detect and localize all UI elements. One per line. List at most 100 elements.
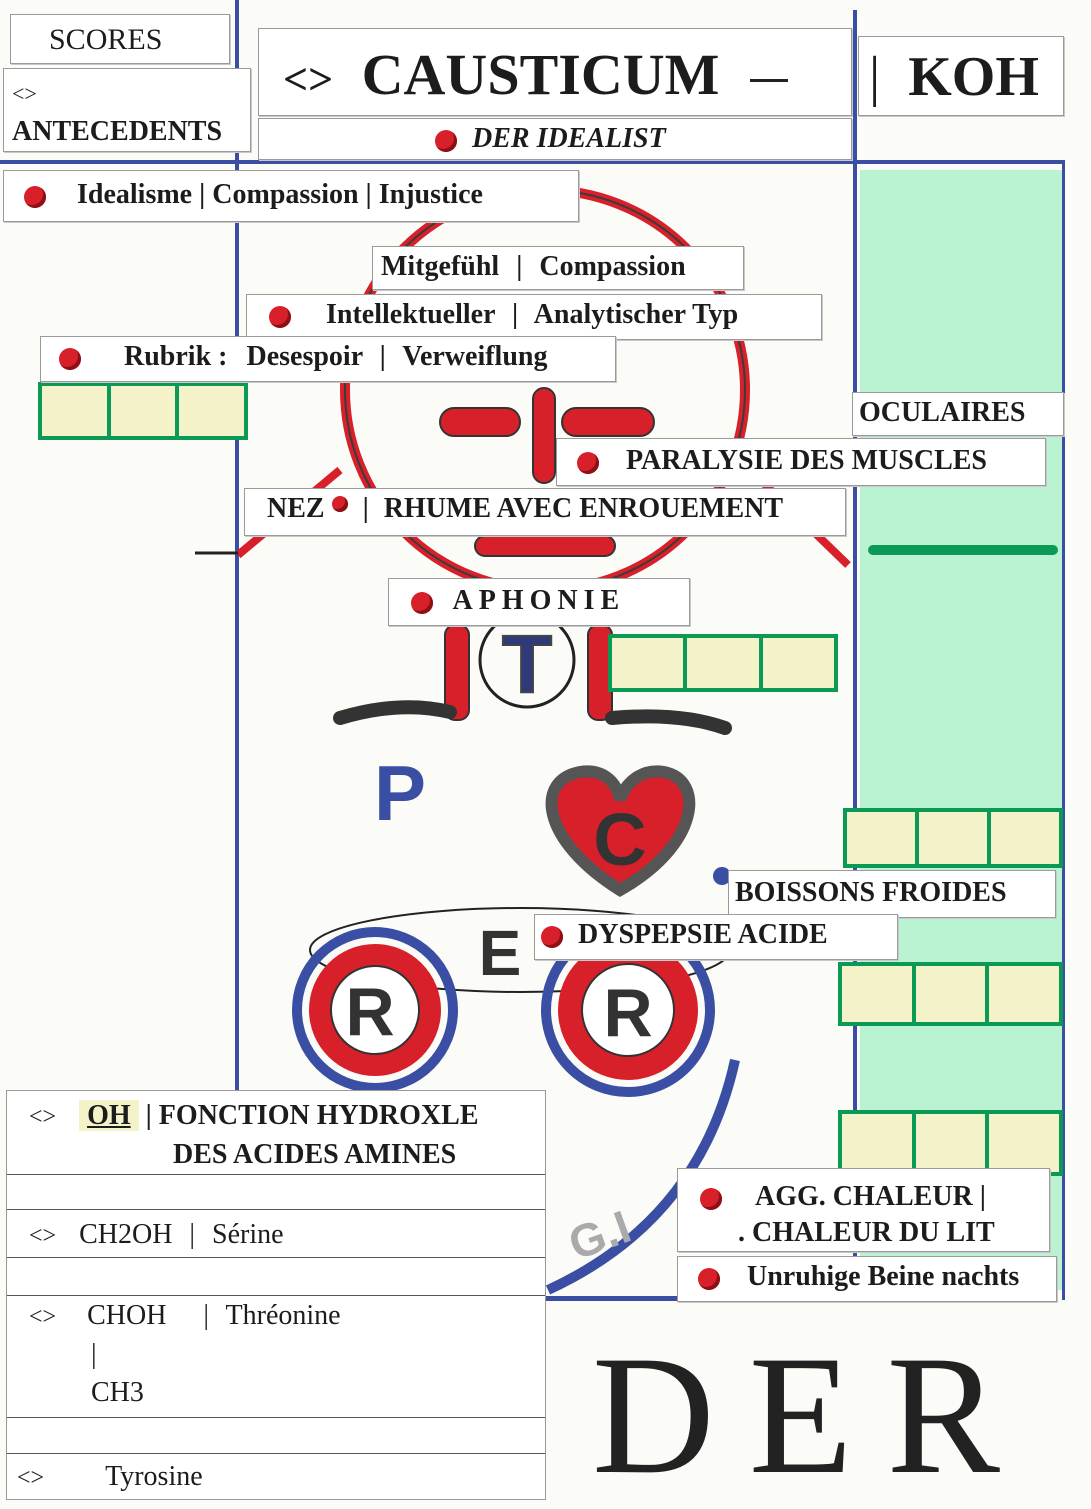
title-strip: <> CAUSTICUM (258, 28, 852, 116)
subtitle-strip: DER IDEALIST (258, 118, 852, 160)
chem-row4-marker: <> (17, 1465, 45, 1491)
nez-label: NEZ (267, 493, 325, 524)
title-remedy: CAUSTICUM (361, 42, 720, 107)
title-formula: KOH (908, 46, 1039, 108)
bullet-dot-icon (331, 495, 348, 512)
left-shoulder (333, 700, 457, 725)
paralysie: PARALYSIE DES MUSCLES (626, 445, 987, 476)
intellekt-1: Intellektueller (326, 299, 496, 330)
formula-strip: | KOH (858, 36, 1064, 116)
unruhige-strip[interactable]: Unruhige Beine nachts (677, 1256, 1057, 1302)
subtitle: DER IDEALIST (472, 123, 666, 154)
chem-row-3[interactable]: <> CHOH | Thréonine | CH3 (7, 1297, 545, 1417)
boissons-strip[interactable]: BOISSONS FROIDES (728, 870, 1056, 918)
letter-r-right: R (603, 975, 652, 1051)
chem-row3-name: Thréonine (225, 1300, 341, 1331)
bullet-dot-icon (435, 129, 457, 152)
letter-p: P (374, 749, 426, 837)
nez-strip[interactable]: NEZ | RHUME AVEC ENROUEMENT (244, 488, 846, 536)
chem-row4-name: Tyrosine (105, 1461, 203, 1492)
antecedents-label: ANTECEDENTS (12, 116, 223, 147)
score-box-right-2[interactable] (838, 962, 1063, 1026)
scores-label: SCORES (10, 14, 230, 64)
aphonie: APHONIE (452, 585, 626, 616)
mitgefuhl-de: Mitgefühl (381, 251, 500, 282)
agg-line1: AGG. CHALEUR | (755, 1181, 986, 1212)
dyspepsie: DYSPEPSIE ACIDE (578, 919, 828, 950)
boissons: BOISSONS FROIDES (735, 877, 1007, 908)
chem-row3-sub: CH3 (91, 1377, 144, 1408)
letter-t: T (502, 619, 552, 710)
bullet-dot-icon (577, 451, 599, 474)
chem-row2-name: Sérine (212, 1219, 284, 1250)
chem-row-2[interactable]: <> CH2OH | Sérine (29, 1219, 284, 1250)
nez-text: RHUME AVEC ENROUEMENT (383, 493, 784, 524)
mouth-bar (474, 535, 616, 557)
chem-row3-group: CHOH (87, 1300, 167, 1331)
intellekt-2: Analytischer Typ (533, 299, 739, 330)
chem-row2-group: CH2OH (79, 1219, 173, 1250)
chem-row2-marker: <> (29, 1223, 57, 1249)
chem-row3-bar: | (91, 1339, 97, 1370)
frame-top-line (0, 160, 1065, 164)
bullet-dot-icon (59, 347, 81, 370)
rubrik-label: Rubrik : (124, 341, 228, 372)
blue-dot (713, 867, 731, 885)
score-box-left[interactable] (38, 382, 248, 440)
rubrik-de: Verweiflung (402, 341, 548, 372)
bullet-dot-icon (269, 305, 291, 328)
mitgefuhl-strip[interactable]: Mitgefühl | Compassion (372, 246, 744, 290)
unruhige: Unruhige Beine nachts (747, 1261, 1020, 1292)
chem-row1-line1: | FONCTION HYDROXLE (145, 1100, 479, 1131)
score-box-right-3[interactable] (838, 1110, 1063, 1176)
title-marker: <> (283, 55, 334, 104)
chem-row1-marker: <> (29, 1104, 57, 1130)
theme-injustice: Injustice (378, 179, 483, 210)
green-stroke (868, 545, 1058, 555)
letters-gi: G.I (562, 1200, 637, 1270)
score-box-right-1[interactable] (843, 808, 1063, 868)
nose-bar (532, 387, 556, 484)
chem-row-4[interactable]: <> Tyrosine (7, 1457, 545, 1497)
oculaires-strip[interactable]: OCULAIRES (852, 392, 1064, 436)
score-box-throat[interactable] (608, 634, 838, 692)
paralysie-strip[interactable]: PARALYSIE DES MUSCLES (556, 438, 1046, 486)
right-eyebrow (561, 407, 655, 437)
frame-right-edge-line (1062, 160, 1065, 1300)
intellekt-strip[interactable]: Intellektueller | Analytischer Typ (246, 294, 822, 340)
antecedents-marker: <> (12, 81, 37, 106)
chem-row-1[interactable]: <> OH | FONCTION HYDROXLE DES ACIDES AMI… (7, 1091, 545, 1175)
bullet-dot-icon (411, 591, 433, 614)
bullet-dot-icon (541, 925, 563, 948)
chem-row3-marker: <> (29, 1304, 57, 1330)
rubrik-strip[interactable]: Rubrik : Desespoir | Verweiflung (40, 336, 616, 382)
dyspepsie-strip[interactable]: DYSPEPSIE ACIDE (534, 914, 898, 960)
heart-shape (545, 765, 696, 897)
kidney-left-ring (292, 927, 458, 1093)
letter-c: C (593, 798, 646, 881)
mint-panel (860, 170, 1062, 1290)
chem-table: <> OH | FONCTION HYDROXLE DES ACIDES AMI… (6, 1090, 546, 1500)
chem-row1-line2: DES ACIDES AMINES (173, 1139, 457, 1170)
aggravation-strip[interactable]: AGG. CHALEUR | . CHALEUR DU LIT (677, 1168, 1050, 1252)
mitgefuhl-fr: Compassion (539, 251, 686, 282)
frame-left-line (235, 0, 239, 1300)
agg-line2: . CHALEUR DU LIT (738, 1217, 995, 1248)
letter-r-left: R (345, 974, 394, 1050)
left-eyebrow (439, 407, 521, 437)
aphonie-strip[interactable]: APHONIE (388, 578, 690, 626)
pelvis-arc (545, 1058, 740, 1295)
antecedents-box: <> ANTECEDENTS (3, 68, 251, 152)
bullet-dot-icon (698, 1267, 720, 1290)
theme-idealisme: Idealisme (77, 179, 193, 210)
right-shoulder (605, 709, 732, 735)
theme-compassion: Compassion (212, 179, 359, 210)
rubrik-fr: Desespoir (246, 341, 363, 372)
themes-strip[interactable]: Idealisme | Compassion | Injustice (3, 170, 579, 222)
big-word: DER (592, 1321, 1034, 1509)
bullet-dot-icon (700, 1187, 722, 1210)
frame-center-right-line (853, 10, 857, 1300)
chem-oh: OH (79, 1100, 139, 1131)
oculaires: OCULAIRES (859, 397, 1026, 428)
